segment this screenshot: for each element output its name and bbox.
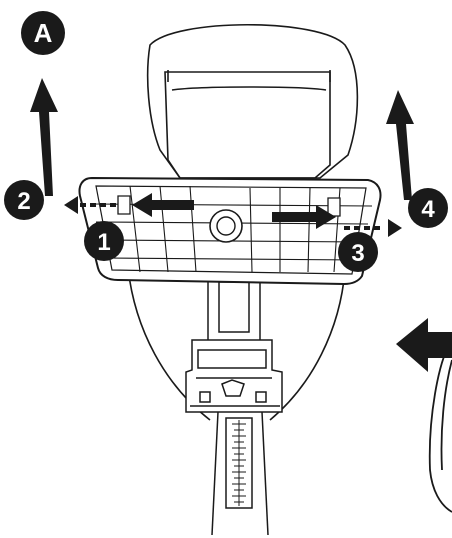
lift-arrow-right	[386, 90, 414, 200]
slide-arrow-left-dotted	[64, 196, 116, 214]
strap-ruler-ticks	[232, 420, 246, 506]
lift-arrow-left	[30, 78, 58, 196]
slide-arrow-left-solid	[132, 193, 194, 217]
crotch-buckle	[185, 339, 283, 413]
step-badge-3: 3	[338, 232, 378, 272]
step-label-2: 2	[17, 188, 30, 215]
step-label-3: 3	[351, 240, 364, 267]
tether-plate	[78, 176, 382, 286]
panel-label: A	[34, 18, 53, 48]
slide-arrow-right-dotted	[344, 219, 402, 237]
step-label-1: 1	[97, 229, 110, 256]
step-badge-1: 1	[84, 221, 124, 261]
slide-arrow-right-solid	[272, 205, 336, 229]
headrest-shell	[146, 24, 359, 179]
push-arrow	[396, 318, 452, 372]
side-detail	[428, 339, 452, 513]
step-label-4: 4	[421, 196, 435, 223]
panel-badge-a: A	[21, 11, 65, 55]
step-badge-2: 2	[4, 180, 44, 220]
step-badge-4: 4	[408, 188, 448, 228]
